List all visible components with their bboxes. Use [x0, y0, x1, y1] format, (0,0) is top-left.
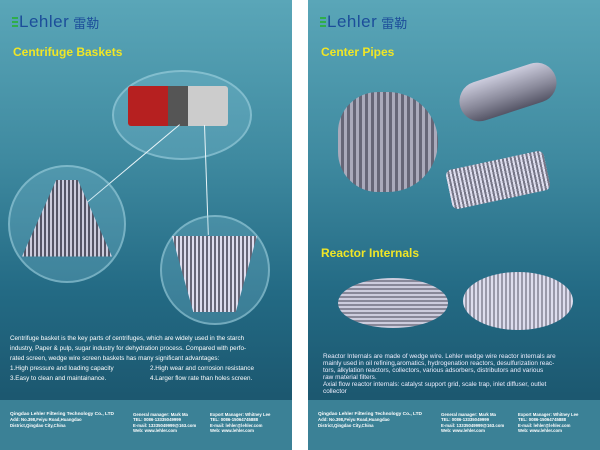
gm-email: E-mail: 13335049999@163.com — [441, 422, 505, 428]
gm-name: General manager: Mark Ma — [441, 412, 496, 417]
text-line: industry, Paper & pulp, sugar industry f… — [10, 345, 247, 352]
advantage: 3.Easy to clean and maintainance. — [10, 375, 107, 382]
footer: Qingdao Lehler Filtering Technology Co.,… — [0, 400, 292, 450]
gm-email: E-mail: 13335049999@163.com — [133, 422, 197, 428]
text-line: raw material filters. — [323, 374, 377, 381]
logo-name: Lehler — [327, 12, 378, 31]
text-line: Reactor Internals are made of wedge wire… — [323, 353, 556, 360]
gm-tel: TEL: 0086-13335049999 — [441, 417, 490, 423]
gm-web: Web: www.lehler.com — [133, 428, 177, 434]
section-title-2: Reactor Internals — [321, 246, 420, 260]
text-line: mainly used in oil refining,aromatics, h… — [323, 360, 555, 367]
em-email: E-mail: lehler@lehler.com — [518, 422, 571, 428]
description: Reactor Internals are made of wedge wire… — [323, 353, 556, 395]
reactor-plate-image — [463, 272, 573, 330]
section-title: Centrifuge Baskets — [13, 45, 123, 59]
em-name: Export Manager: Whitney Lee — [518, 412, 579, 417]
em-name: Export Manager: Whitney Lee — [210, 412, 271, 417]
address: District,Qingdao City,China — [318, 422, 374, 428]
text-line: Centrifuge basket is the key parts of ce… — [10, 335, 245, 342]
description: Centrifuge basket is the key parts of ce… — [10, 334, 290, 384]
text-line: collector — [323, 388, 347, 395]
center-pipe-image-2 — [338, 92, 438, 192]
advantage: 4.Larger flow rate than holes screen. — [150, 375, 253, 382]
company: Qingdao Lehler Filtering Technology Co.,… — [10, 412, 115, 417]
em-web: Web: www.lehler.com — [210, 428, 254, 434]
text-line: rated screen, wedge wire screen baskets … — [10, 355, 220, 362]
address: Add: No.398,Feiyu Road,Huangdao — [10, 417, 82, 423]
em-web: Web: www.lehler.com — [518, 428, 562, 434]
logo-name: Lehler — [19, 12, 70, 31]
company: Qingdao Lehler Filtering Technology Co.,… — [318, 412, 423, 417]
section-title: Center Pipes — [321, 45, 395, 59]
em-tel: TEL: 0086-15064745888 — [518, 417, 567, 423]
address: District,Qingdao City,China — [10, 422, 66, 428]
reactor-grid-image — [338, 278, 448, 328]
centrifuge-machine-image — [128, 86, 228, 126]
advantage: 2.High wear and corrosion resistance — [150, 365, 254, 372]
logo-cn: 雷勒 — [381, 16, 408, 32]
text-line: Axial flow reactor internals: catalyst s… — [323, 381, 547, 388]
em-email: E-mail: lehler@lehler.com — [210, 422, 263, 428]
gm-web: Web: www.lehler.com — [441, 428, 485, 434]
gm-name: General manager: Mark Ma — [133, 412, 188, 417]
center-pipe-image — [454, 57, 562, 127]
text-line: tors, alkylation reactors, collectors, v… — [323, 367, 544, 374]
address: Add: No.398,Feiyu Road,Huangdao — [318, 417, 390, 423]
advantage: 1.High pressure and loading capacity — [10, 365, 114, 372]
logo-mark-icon — [12, 17, 18, 27]
em-tel: TEL: 0086-15064745888 — [210, 417, 259, 423]
footer: Qingdao Lehler Filtering Technology Co.,… — [308, 400, 600, 450]
gm-tel: TEL: 0086-13335049999 — [133, 417, 182, 423]
logo-cn: 雷勒 — [73, 16, 100, 32]
logo-mark-icon — [320, 17, 326, 27]
center-pipe-image-3 — [444, 150, 552, 210]
